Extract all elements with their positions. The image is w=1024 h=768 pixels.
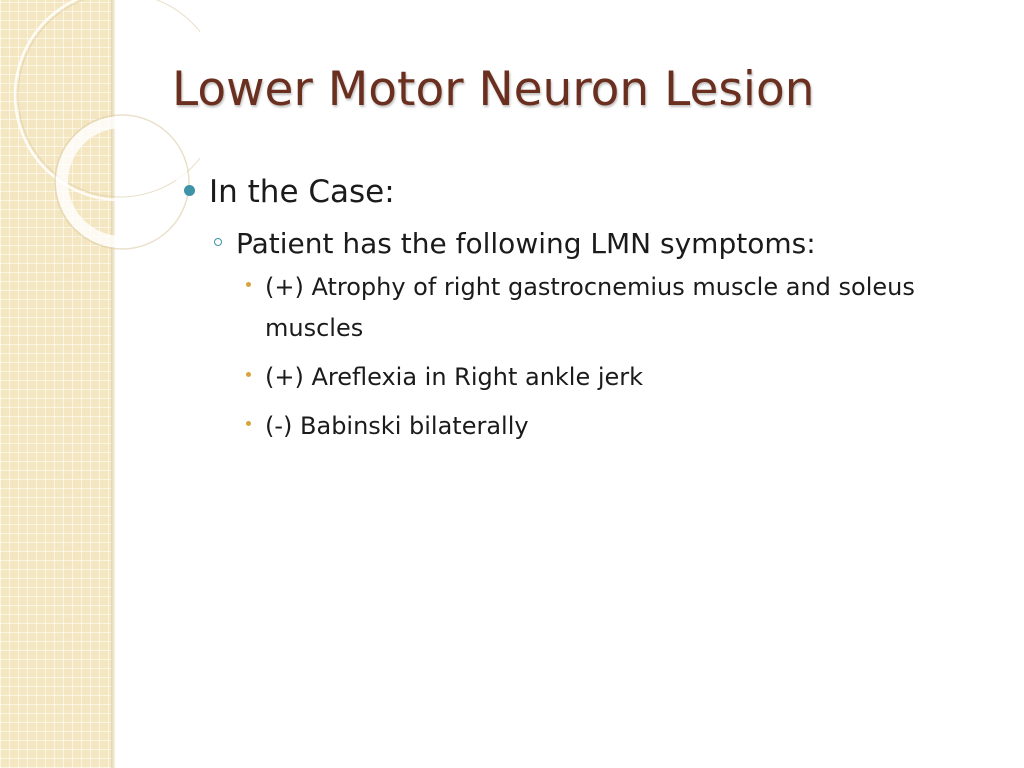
deco-ring-large bbox=[13, 0, 200, 202]
bullet-dot-icon bbox=[184, 185, 195, 196]
bullet-text: In the Case: bbox=[209, 174, 395, 210]
bullet-text: Patient has the following LMN symptoms: bbox=[236, 227, 816, 261]
bullet-text: (+) Areflexia in Right ankle jerk bbox=[265, 362, 644, 391]
deco-ring-thick bbox=[56, 116, 188, 248]
slide-title: Lower Motor Neuron Lesion bbox=[172, 62, 815, 117]
deco-ring-large-shade bbox=[17, 0, 200, 198]
bullet-level-3: (-) Babinski bilaterally bbox=[246, 406, 984, 447]
bullet-level-3: (+) Areflexia in Right ankle jerk bbox=[246, 357, 984, 398]
decorative-circles bbox=[13, 0, 200, 250]
bullet-text: (-) Babinski bilaterally bbox=[265, 411, 529, 440]
bullet-level-1: In the Case: bbox=[184, 174, 984, 211]
bullet-text: (+) Atrophy of right gastrocnemius muscl… bbox=[265, 272, 915, 342]
bullet-level-2: Patient has the following LMN symptoms: bbox=[214, 227, 984, 261]
bullet-ring-icon bbox=[214, 238, 222, 247]
bullet-small-dot-icon bbox=[246, 281, 251, 287]
bullet-small-dot-icon bbox=[246, 420, 251, 426]
bullet-small-dot-icon bbox=[246, 371, 251, 377]
deco-ring-thick-shade bbox=[54, 114, 190, 250]
slide-body: In the Case: Patient has the following L… bbox=[184, 174, 984, 447]
side-panel-edge bbox=[111, 0, 115, 768]
bullet-level-3: (+) Atrophy of right gastrocnemius muscl… bbox=[246, 267, 984, 349]
